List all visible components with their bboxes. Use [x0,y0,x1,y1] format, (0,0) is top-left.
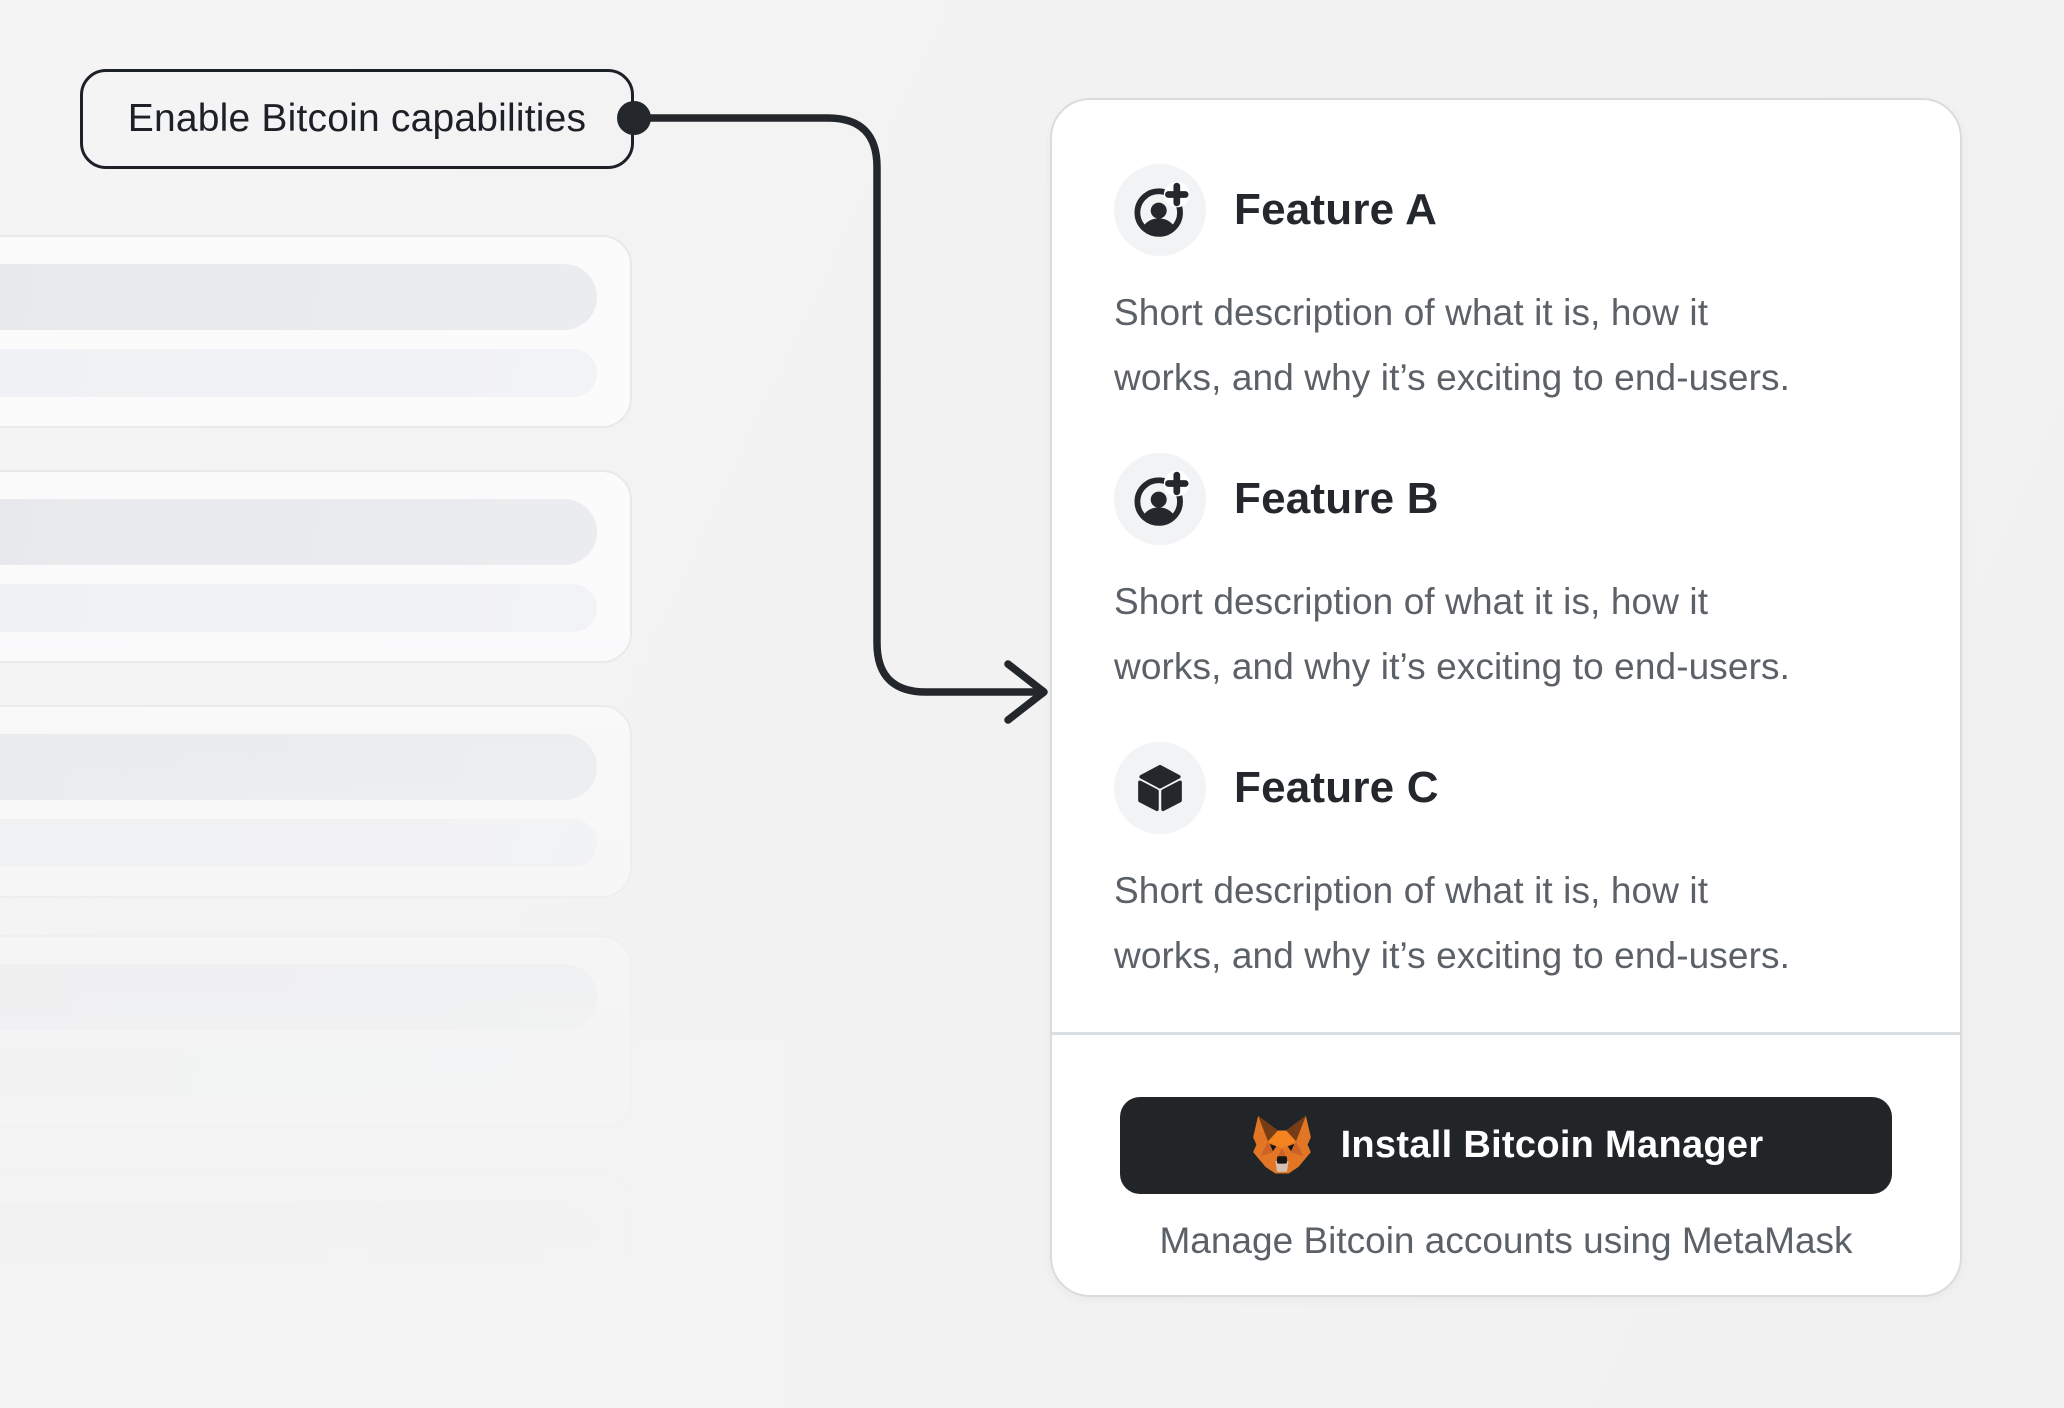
feature-list: Feature A Short description of what it i… [1052,100,1960,988]
skeleton-bar [0,734,597,800]
install-button-label: Install Bitcoin Manager [1340,1124,1764,1166]
skeleton-card [0,470,632,663]
arrowhead-icon [1004,660,1048,724]
skeleton-bar [0,499,597,565]
account-add-icon [1114,453,1206,545]
skeleton-card [0,705,632,898]
skeleton-bar [0,349,597,397]
skeleton-card [0,235,632,428]
skeleton-bar [0,1049,597,1097]
feature-panel: Feature A Short description of what it i… [1050,98,1962,1297]
skeleton-bar [0,1204,597,1270]
feature-title: Feature C [1234,763,1439,812]
skeleton-card [0,935,632,1128]
skeleton-bar [0,819,597,867]
cube-icon [1114,742,1206,834]
panel-divider [1052,1032,1960,1035]
footer-caption: Manage Bitcoin accounts using MetaMask [1159,1220,1853,1261]
feature-title: Feature A [1234,185,1438,234]
callout-label-text: Enable Bitcoin capabilities [127,97,587,140]
feature-title: Feature B [1234,474,1439,523]
metamask-fox-icon [1249,1115,1315,1176]
feature-description: Short description of what it is, how it … [1114,292,1790,398]
feature-row-b: Feature B Short description of what it i… [1114,453,1898,699]
skeleton-card [0,1175,632,1368]
feature-description: Short description of what it is, how it … [1114,581,1790,687]
feature-row-c: Feature C Short description of what it i… [1114,742,1898,988]
connector-line [630,114,1040,696]
feature-row-a: Feature A Short description of what it i… [1114,164,1898,410]
skeleton-bar [0,964,597,1030]
skeleton-bar [0,1289,597,1337]
skeleton-bar [0,264,597,330]
install-bitcoin-manager-button[interactable]: Install Bitcoin Manager [1120,1097,1892,1194]
account-add-icon [1114,164,1206,256]
feature-description: Short description of what it is, how it … [1114,870,1790,976]
callout-label: Enable Bitcoin capabilities [80,69,634,169]
panel-footer: Install Bitcoin Manager Manage Bitcoin a… [1052,1035,1960,1295]
skeleton-bar [0,584,597,632]
